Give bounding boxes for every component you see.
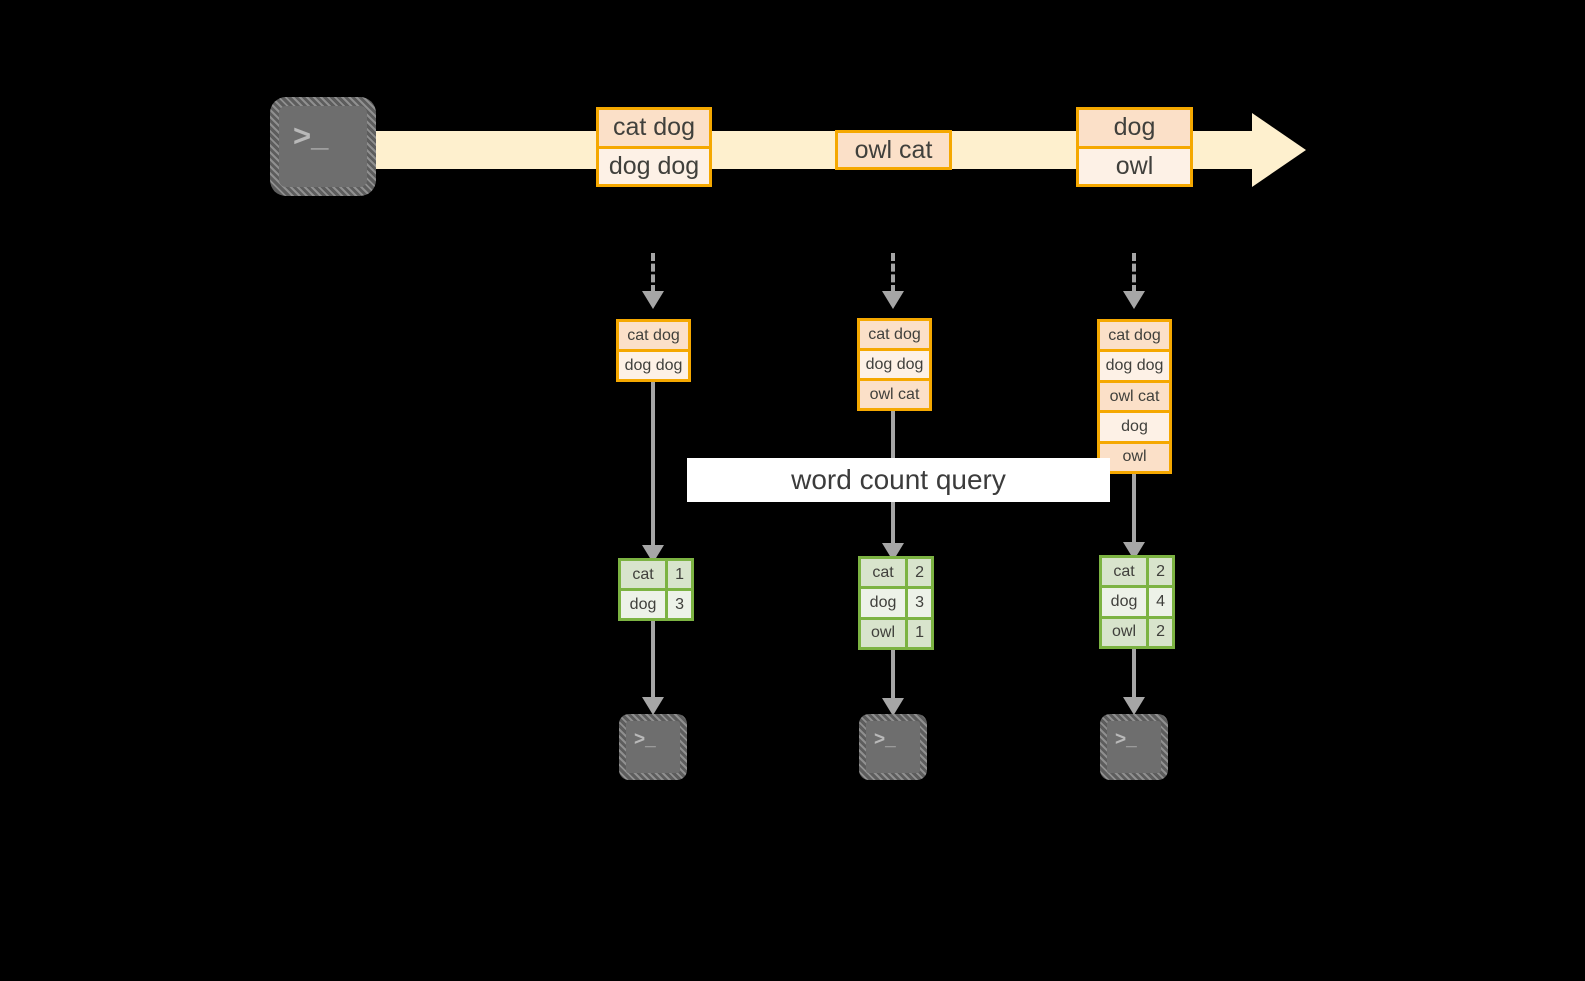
result-count: 1 — [665, 561, 691, 588]
accumulated-row: owl cat — [1100, 379, 1169, 411]
result-word: owl — [1102, 618, 1147, 646]
stream-message-2: owl cat — [835, 130, 952, 170]
result-count: 3 — [665, 591, 691, 618]
table-row: dog 3 — [621, 588, 691, 618]
result-word: dog — [621, 591, 666, 618]
terminal-prompt-glyph: >_ — [874, 729, 896, 750]
result-table-3: cat 2 dog 4 owl 2 — [1099, 555, 1175, 649]
terminal-prompt-glyph: >_ — [1115, 729, 1137, 750]
query-connector-1 — [651, 382, 655, 547]
result-word: dog — [861, 589, 906, 617]
stream-message-1: cat dog dog dog — [596, 107, 712, 187]
accumulated-row: cat dog — [619, 322, 688, 349]
stream-message-line: cat dog — [599, 110, 709, 146]
output-arrowhead-1 — [642, 697, 664, 715]
query-connector-3 — [1132, 474, 1136, 546]
sink-terminal-icon-2[interactable]: >_ — [859, 714, 927, 780]
source-terminal-icon[interactable]: >_ — [270, 97, 376, 196]
stream-to-batch-connector-1 — [651, 253, 655, 293]
result-table-2: cat 2 dog 3 owl 1 — [858, 556, 934, 650]
accumulated-row: dog dog — [1100, 349, 1169, 380]
stream-to-batch-connector-2 — [891, 253, 895, 293]
stream-message-line: owl — [1079, 145, 1190, 184]
table-row: owl 2 — [1102, 615, 1172, 646]
output-connector-2 — [891, 650, 895, 700]
accumulated-row: owl cat — [860, 378, 929, 408]
output-arrowhead-3 — [1123, 697, 1145, 715]
result-count: 4 — [1146, 588, 1172, 616]
accumulated-table-1: cat dog dog dog — [616, 319, 691, 382]
result-word: cat — [1102, 558, 1147, 586]
accumulated-row: dog dog — [619, 349, 688, 379]
table-row: cat 2 — [1102, 558, 1172, 586]
result-word: owl — [861, 619, 906, 647]
stream-to-batch-arrowhead-1 — [642, 291, 664, 309]
accumulated-row: owl — [1100, 440, 1169, 472]
table-row: dog 3 — [861, 586, 931, 617]
stream-message-3: dog owl — [1076, 107, 1193, 187]
result-word: dog — [1102, 588, 1147, 616]
input-stream-arrowhead — [1252, 113, 1306, 187]
stream-to-batch-connector-3 — [1132, 253, 1136, 293]
output-connector-3 — [1132, 649, 1136, 699]
terminal-prompt-glyph: >_ — [634, 729, 656, 750]
table-row: cat 1 — [621, 561, 691, 588]
terminal-prompt-glyph: >_ — [293, 118, 329, 153]
sink-terminal-icon-3[interactable]: >_ — [1100, 714, 1168, 780]
result-count: 3 — [905, 589, 931, 617]
table-row: dog 4 — [1102, 585, 1172, 616]
result-count: 2 — [1146, 618, 1172, 646]
result-count: 1 — [905, 619, 931, 647]
stream-message-line: dog — [1079, 110, 1190, 146]
stream-to-batch-arrowhead-3 — [1123, 291, 1145, 309]
accumulated-row: dog — [1100, 410, 1169, 441]
table-row: cat 2 — [861, 559, 931, 587]
accumulated-row: cat dog — [1100, 322, 1169, 350]
output-arrowhead-2 — [882, 698, 904, 716]
stream-to-batch-arrowhead-2 — [882, 291, 904, 309]
output-connector-1 — [651, 621, 655, 699]
result-table-1: cat 1 dog 3 — [618, 558, 694, 621]
query-label-text: word count query — [791, 464, 1006, 495]
result-count: 2 — [905, 559, 931, 587]
accumulated-row: cat dog — [860, 321, 929, 348]
result-count: 2 — [1146, 558, 1172, 586]
sink-terminal-icon-1[interactable]: >_ — [619, 714, 687, 780]
accumulated-table-3: cat dog dog dog owl cat dog owl — [1097, 319, 1172, 474]
result-word: cat — [621, 561, 666, 588]
accumulated-row: dog dog — [860, 348, 929, 378]
result-word: cat — [861, 559, 906, 587]
accumulated-table-2: cat dog dog dog owl cat — [857, 318, 932, 411]
table-row: owl 1 — [861, 616, 931, 647]
stream-message-line: owl cat — [838, 133, 949, 167]
query-label-banner: word count query — [687, 458, 1110, 502]
stream-message-line: dog dog — [599, 145, 709, 184]
